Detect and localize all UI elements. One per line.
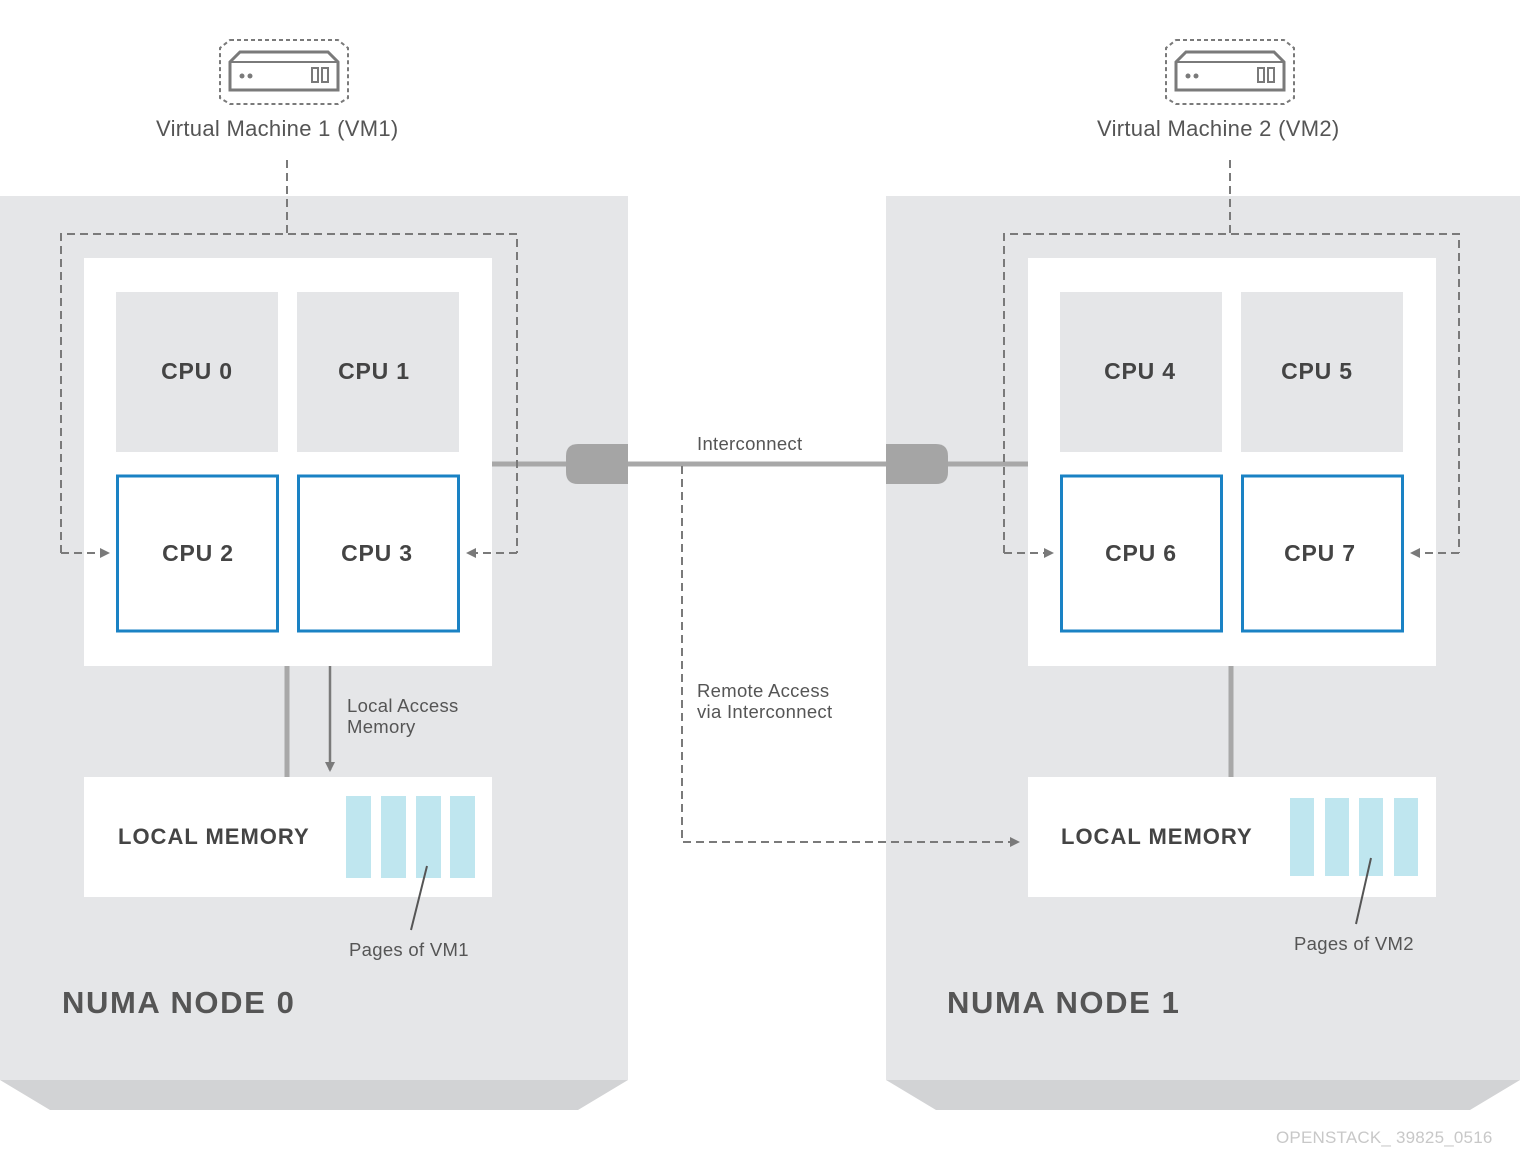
cpu-box-3 (297, 474, 460, 633)
pages-vm1-leader (410, 865, 428, 931)
remote-access-path (681, 466, 1020, 847)
cpu-box-1 (297, 292, 459, 452)
interconnect-link (492, 444, 1028, 484)
numa-node-1-label: NUMA NODE 1 (947, 985, 1181, 1020)
cpu-box-6 (1060, 474, 1223, 633)
local-memory-label-node-0: LOCAL MEMORY (118, 824, 310, 849)
cpu-label: CPU 7 (1284, 540, 1356, 566)
vm1-pinning-lines (60, 160, 518, 558)
cpu-box-2 (116, 474, 279, 633)
pages-vm1-label: Pages of VM1 (349, 939, 469, 960)
cpu-label: CPU 5 (1281, 358, 1353, 384)
local-access-label: Local Access Memory (347, 695, 459, 738)
cpu-box-0 (116, 292, 278, 452)
pages-vm2-label: Pages of VM2 (1294, 933, 1414, 954)
interconnect-label: Interconnect (697, 433, 803, 454)
cpu-box-5 (1241, 292, 1403, 452)
memory-pages-vm1 (346, 796, 475, 878)
cpu-label: CPU 2 (162, 540, 234, 566)
cpu-label: CPU 0 (161, 358, 233, 384)
cpu-label: CPU 1 (338, 358, 410, 384)
vm2-pinning-lines (1003, 160, 1460, 558)
server-icon (1165, 39, 1295, 105)
figure-id-label: OPENSTACK_ 39825_0516 (1276, 1128, 1493, 1147)
memory-pages-vm2 (1290, 798, 1418, 876)
cpu-label: CPU 4 (1104, 358, 1176, 384)
vm2-label: Virtual Machine 2 (VM2) (1097, 116, 1340, 141)
server-icon (219, 39, 349, 105)
cpu-label: CPU 3 (341, 540, 413, 566)
vm1-label: Virtual Machine 1 (VM1) (156, 116, 399, 141)
cpu-label: CPU 6 (1105, 540, 1177, 566)
local-memory-label-node-1: LOCAL MEMORY (1061, 824, 1253, 849)
cpu-box-7 (1241, 474, 1404, 633)
remote-access-label: Remote Access via Interconnect (697, 680, 833, 723)
cpu-box-4 (1060, 292, 1222, 452)
pages-vm2-leader (1355, 857, 1372, 925)
numa-node-0-label: NUMA NODE 0 (62, 985, 296, 1020)
